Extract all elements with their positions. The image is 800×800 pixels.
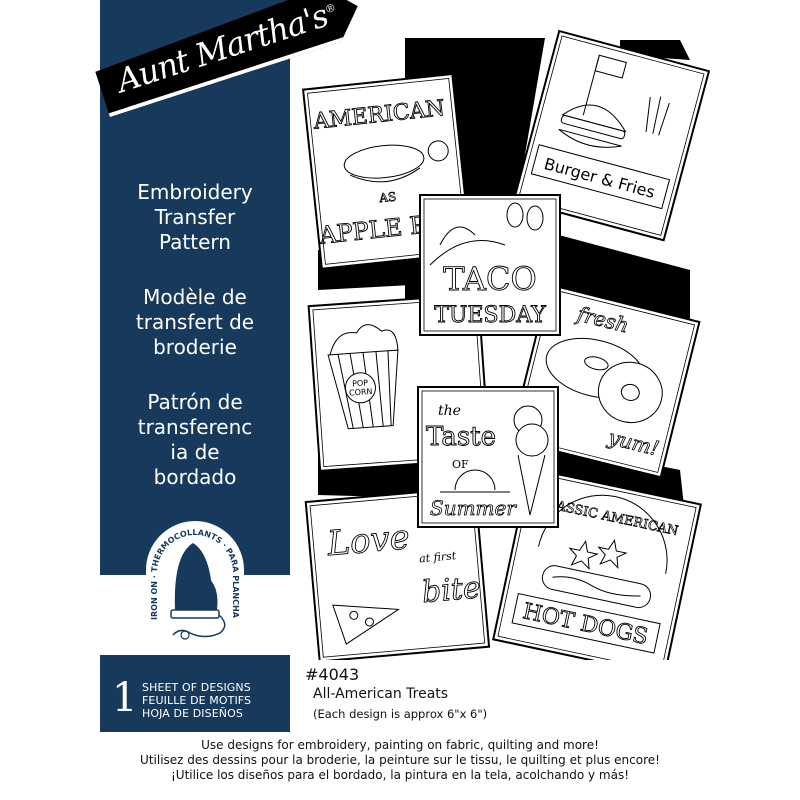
design-burger: Burger & Fries [512, 29, 710, 242]
svg-text:at first: at first [419, 549, 458, 565]
navy-sheet-bar [100, 655, 290, 732]
svg-text:Taste: Taste [426, 422, 496, 452]
design-ice-cream: the Taste OF Summer [417, 386, 559, 528]
usage-footer: Use designs for embroidery, painting on … [90, 738, 710, 783]
svg-text:CORN: CORN [349, 387, 373, 398]
product-sku: #4043 [305, 665, 360, 684]
size-note: (Each design is approx 6"x 6") [313, 707, 488, 721]
title-french: Modèle de transfert de broderie [135, 285, 255, 359]
title-spanish: Patrón de transferenc ia de bordado [137, 390, 253, 489]
design-collage: AMERICAN AS APPLE PIE Burger & Fries [301, 29, 710, 660]
product-name: All-American Treats [313, 686, 449, 702]
usage-french: Utilisez des dessins pour la broderie, l… [140, 753, 660, 767]
title-english: Embroidery Transfer Pattern [137, 180, 253, 254]
design-pizza: Love at first bite [304, 486, 491, 660]
svg-text:TACO: TACO [443, 260, 536, 298]
sheet-description: SHEET OF DESIGNS FEUILLE DE MOTIFS HOJA … [142, 681, 252, 720]
usage-english: Use designs for embroidery, painting on … [201, 738, 599, 752]
svg-text:AS: AS [378, 190, 397, 206]
svg-text:Summer: Summer [430, 496, 517, 520]
svg-text:TUESDAY: TUESDAY [434, 303, 546, 328]
svg-text:OF: OF [452, 458, 469, 471]
svg-text:the: the [438, 403, 461, 419]
svg-text:bite: bite [421, 570, 482, 610]
design-taco: TACO TUESDAY [419, 194, 561, 336]
iron-icon: IRON ON · THERMOCOLLANTS · PARA PLANCHAR [135, 515, 244, 640]
usage-spanish: ¡Utilice los diseños para el bordado, la… [170, 768, 630, 782]
sheet-count: 1 [112, 675, 138, 721]
svg-text:POP: POP [352, 378, 369, 388]
svg-text:Love: Love [325, 517, 412, 564]
